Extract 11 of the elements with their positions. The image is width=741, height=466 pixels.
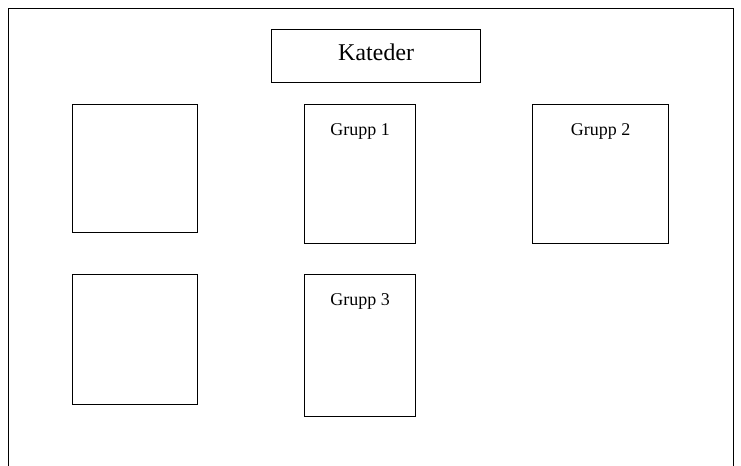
desk-label: Grupp 1: [330, 119, 390, 140]
desk-box: [304, 104, 416, 244]
desk-label: Kateder: [338, 40, 414, 67]
desk-box: [72, 274, 198, 405]
desk-label: Grupp 2: [570, 119, 630, 140]
classroom-outline: [8, 8, 734, 466]
desk-box: [271, 29, 481, 83]
desk-box: [304, 274, 416, 417]
desk-box: [532, 104, 669, 244]
desk-label: Grupp 3: [330, 289, 390, 310]
desk-box: [72, 104, 198, 233]
